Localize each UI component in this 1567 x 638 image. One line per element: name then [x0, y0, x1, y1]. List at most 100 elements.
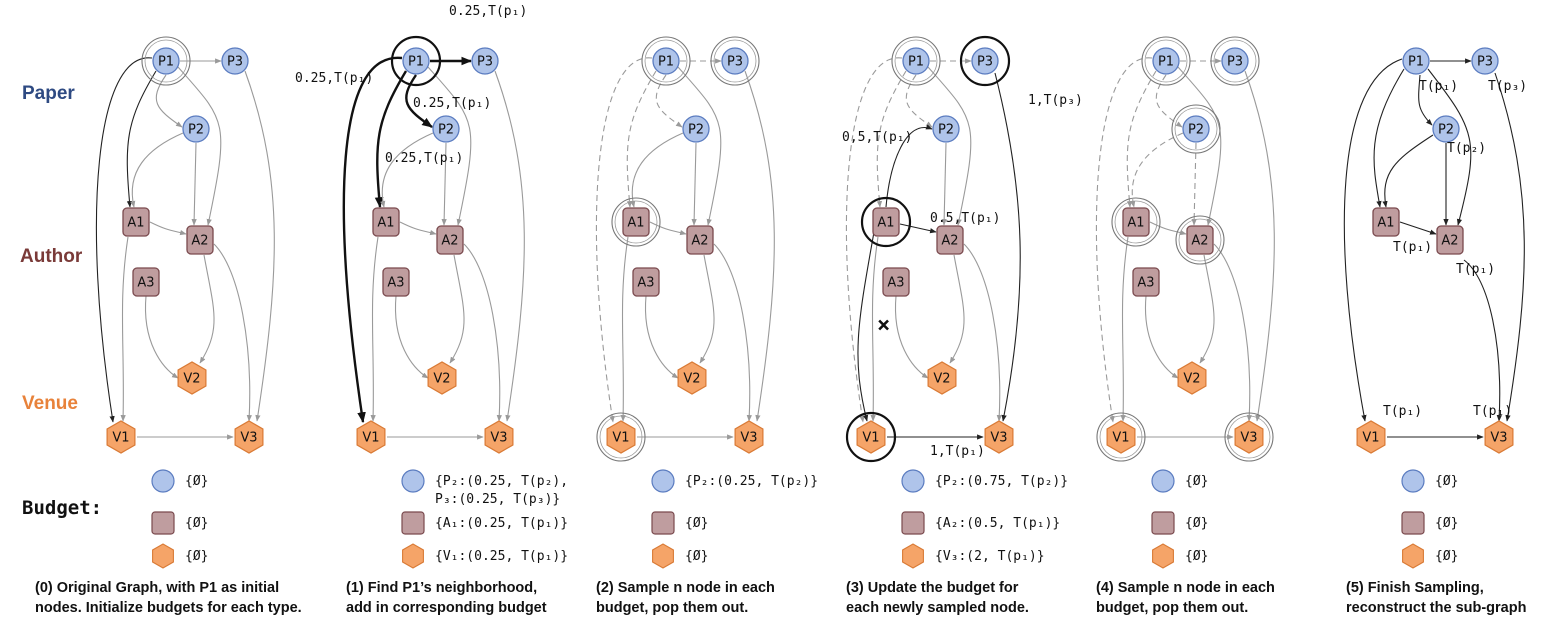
edge-a1-a2	[899, 223, 937, 234]
node-a3-p4	[1132, 267, 1160, 297]
row-label-venue: Venue	[22, 393, 78, 414]
edge-p1-a1	[626, 70, 657, 208]
budget-author-icon	[151, 511, 175, 535]
budget-author-icon	[1151, 511, 1175, 535]
edge-a2-v2	[1199, 254, 1215, 364]
budget-paper-icon	[1401, 469, 1425, 493]
node-label-v2: V2	[933, 372, 950, 387]
node-p3-p0	[221, 47, 249, 75]
budget-paper-value: {P₂:(0.25, T(p₂),	[435, 474, 568, 489]
edge-label-0: 0,5,T(p₁)	[842, 130, 912, 145]
edge-p2-a2	[691, 142, 697, 226]
edge-p3-v3	[244, 70, 275, 422]
node-p2-p2	[682, 115, 710, 143]
edge-p1-v1	[845, 57, 903, 423]
node-label-p3: P3	[227, 55, 243, 70]
node-label-a2: A2	[691, 234, 708, 249]
ring-p2	[1171, 104, 1221, 154]
cross-mark: ×	[877, 313, 890, 338]
ring-v3-inner	[1227, 415, 1271, 459]
edge-p1-p2	[655, 74, 683, 128]
node-label-v2: V2	[1183, 372, 1200, 387]
node-a2-p1	[436, 225, 464, 255]
edge-p2-a1	[630, 132, 684, 208]
node-label-a2: A2	[1441, 234, 1458, 249]
node-label-p1: P1	[908, 55, 924, 70]
edge-a1-v1	[857, 231, 875, 422]
edge-p3-v3	[494, 70, 525, 422]
node-a1-p0	[122, 207, 150, 237]
node-label-p1: P1	[658, 55, 674, 70]
node-v3-p2	[734, 420, 764, 454]
budget-venue-value: {Ø}	[1435, 549, 1458, 564]
ring-p1	[641, 36, 691, 86]
edge-p3-v3	[744, 70, 775, 422]
budget-venue-icon	[1402, 543, 1424, 569]
node-label-a2: A2	[941, 234, 958, 249]
caption-line-1: nodes. Initialize budgets for each type.	[35, 600, 302, 616]
node-p3-p2	[721, 47, 749, 75]
node-label-v1: V1	[1362, 431, 1379, 446]
budget-paper-value: {Ø}	[185, 474, 208, 489]
node-label-v1: V1	[862, 431, 879, 446]
budget-paper-value: {Ø}	[1185, 474, 1208, 489]
edge-p3-v3	[1244, 70, 1275, 422]
node-a3-p3	[882, 267, 910, 297]
edge-a2-v3	[463, 243, 502, 422]
node-label-v1: V1	[112, 431, 129, 446]
node-v1-p2	[606, 420, 636, 454]
node-a1-p1	[372, 207, 400, 237]
node-v3-p4	[1234, 420, 1264, 454]
edge-a1-a2	[1399, 221, 1437, 235]
node-label-a1: A1	[877, 216, 894, 231]
edge-a1-v1	[870, 236, 879, 422]
node-p1-p1	[402, 47, 430, 75]
node-label-v1: V1	[1112, 431, 1129, 446]
edge-a1-v1	[1120, 236, 1129, 422]
ring-v1-inner	[599, 415, 643, 459]
edge-p1-v1	[95, 57, 153, 423]
ring-a1-inner	[1114, 200, 1158, 244]
edge-label-2: 0.25,T(p₁)	[413, 96, 491, 111]
edge-label-1: T(p₃)	[1488, 79, 1527, 94]
node-p3-p3	[971, 47, 999, 75]
ring-a1	[1111, 197, 1161, 247]
ring-p1-inner	[894, 39, 938, 83]
edge-label-6: T(p₁)	[1473, 404, 1512, 419]
node-label-p1: P1	[1408, 55, 1424, 70]
edge-a1-a2	[649, 221, 687, 236]
caption-line-1: add in corresponding budget	[346, 600, 547, 616]
ring-v1	[596, 412, 646, 462]
node-v3-p0	[234, 420, 264, 454]
node-label-v2: V2	[433, 372, 450, 387]
edge-a1-a2	[1149, 221, 1187, 236]
edge-a2-v3	[963, 243, 1002, 422]
edge-p3-v3	[1494, 72, 1525, 422]
edge-label-3: 1,T(p₁)	[930, 444, 985, 459]
node-v1-p3	[856, 420, 886, 454]
node-label-v3: V3	[1490, 431, 1507, 446]
budget-label: Budget:	[22, 497, 102, 519]
edge-p2-a1	[130, 132, 184, 208]
edge-p1-p2	[405, 74, 433, 128]
node-label-a2: A2	[191, 234, 208, 249]
budget-paper-icon	[901, 469, 925, 493]
node-label-p1: P1	[158, 55, 174, 70]
ring-p1-inner	[144, 39, 188, 83]
edge-p1-p2	[1418, 74, 1433, 126]
node-label-p2: P2	[1188, 123, 1204, 138]
edge-a2-v3	[713, 243, 752, 422]
ring-p3	[710, 36, 760, 86]
edge-a3-v2	[894, 295, 929, 379]
node-label-v3: V3	[990, 431, 1007, 446]
node-label-a2: A2	[441, 234, 458, 249]
node-label-p2: P2	[1438, 123, 1454, 138]
edge-p2-a1	[1130, 132, 1184, 208]
node-p2-p4	[1182, 115, 1210, 143]
node-label-v3: V3	[240, 431, 257, 446]
edge-a3-v2	[1144, 295, 1179, 379]
node-p3-p5	[1471, 47, 1499, 75]
budget-paper-value: {P₂:(0.25, T(p₂)}	[685, 474, 818, 489]
edge-label-0: T(p₁)	[1419, 79, 1458, 94]
